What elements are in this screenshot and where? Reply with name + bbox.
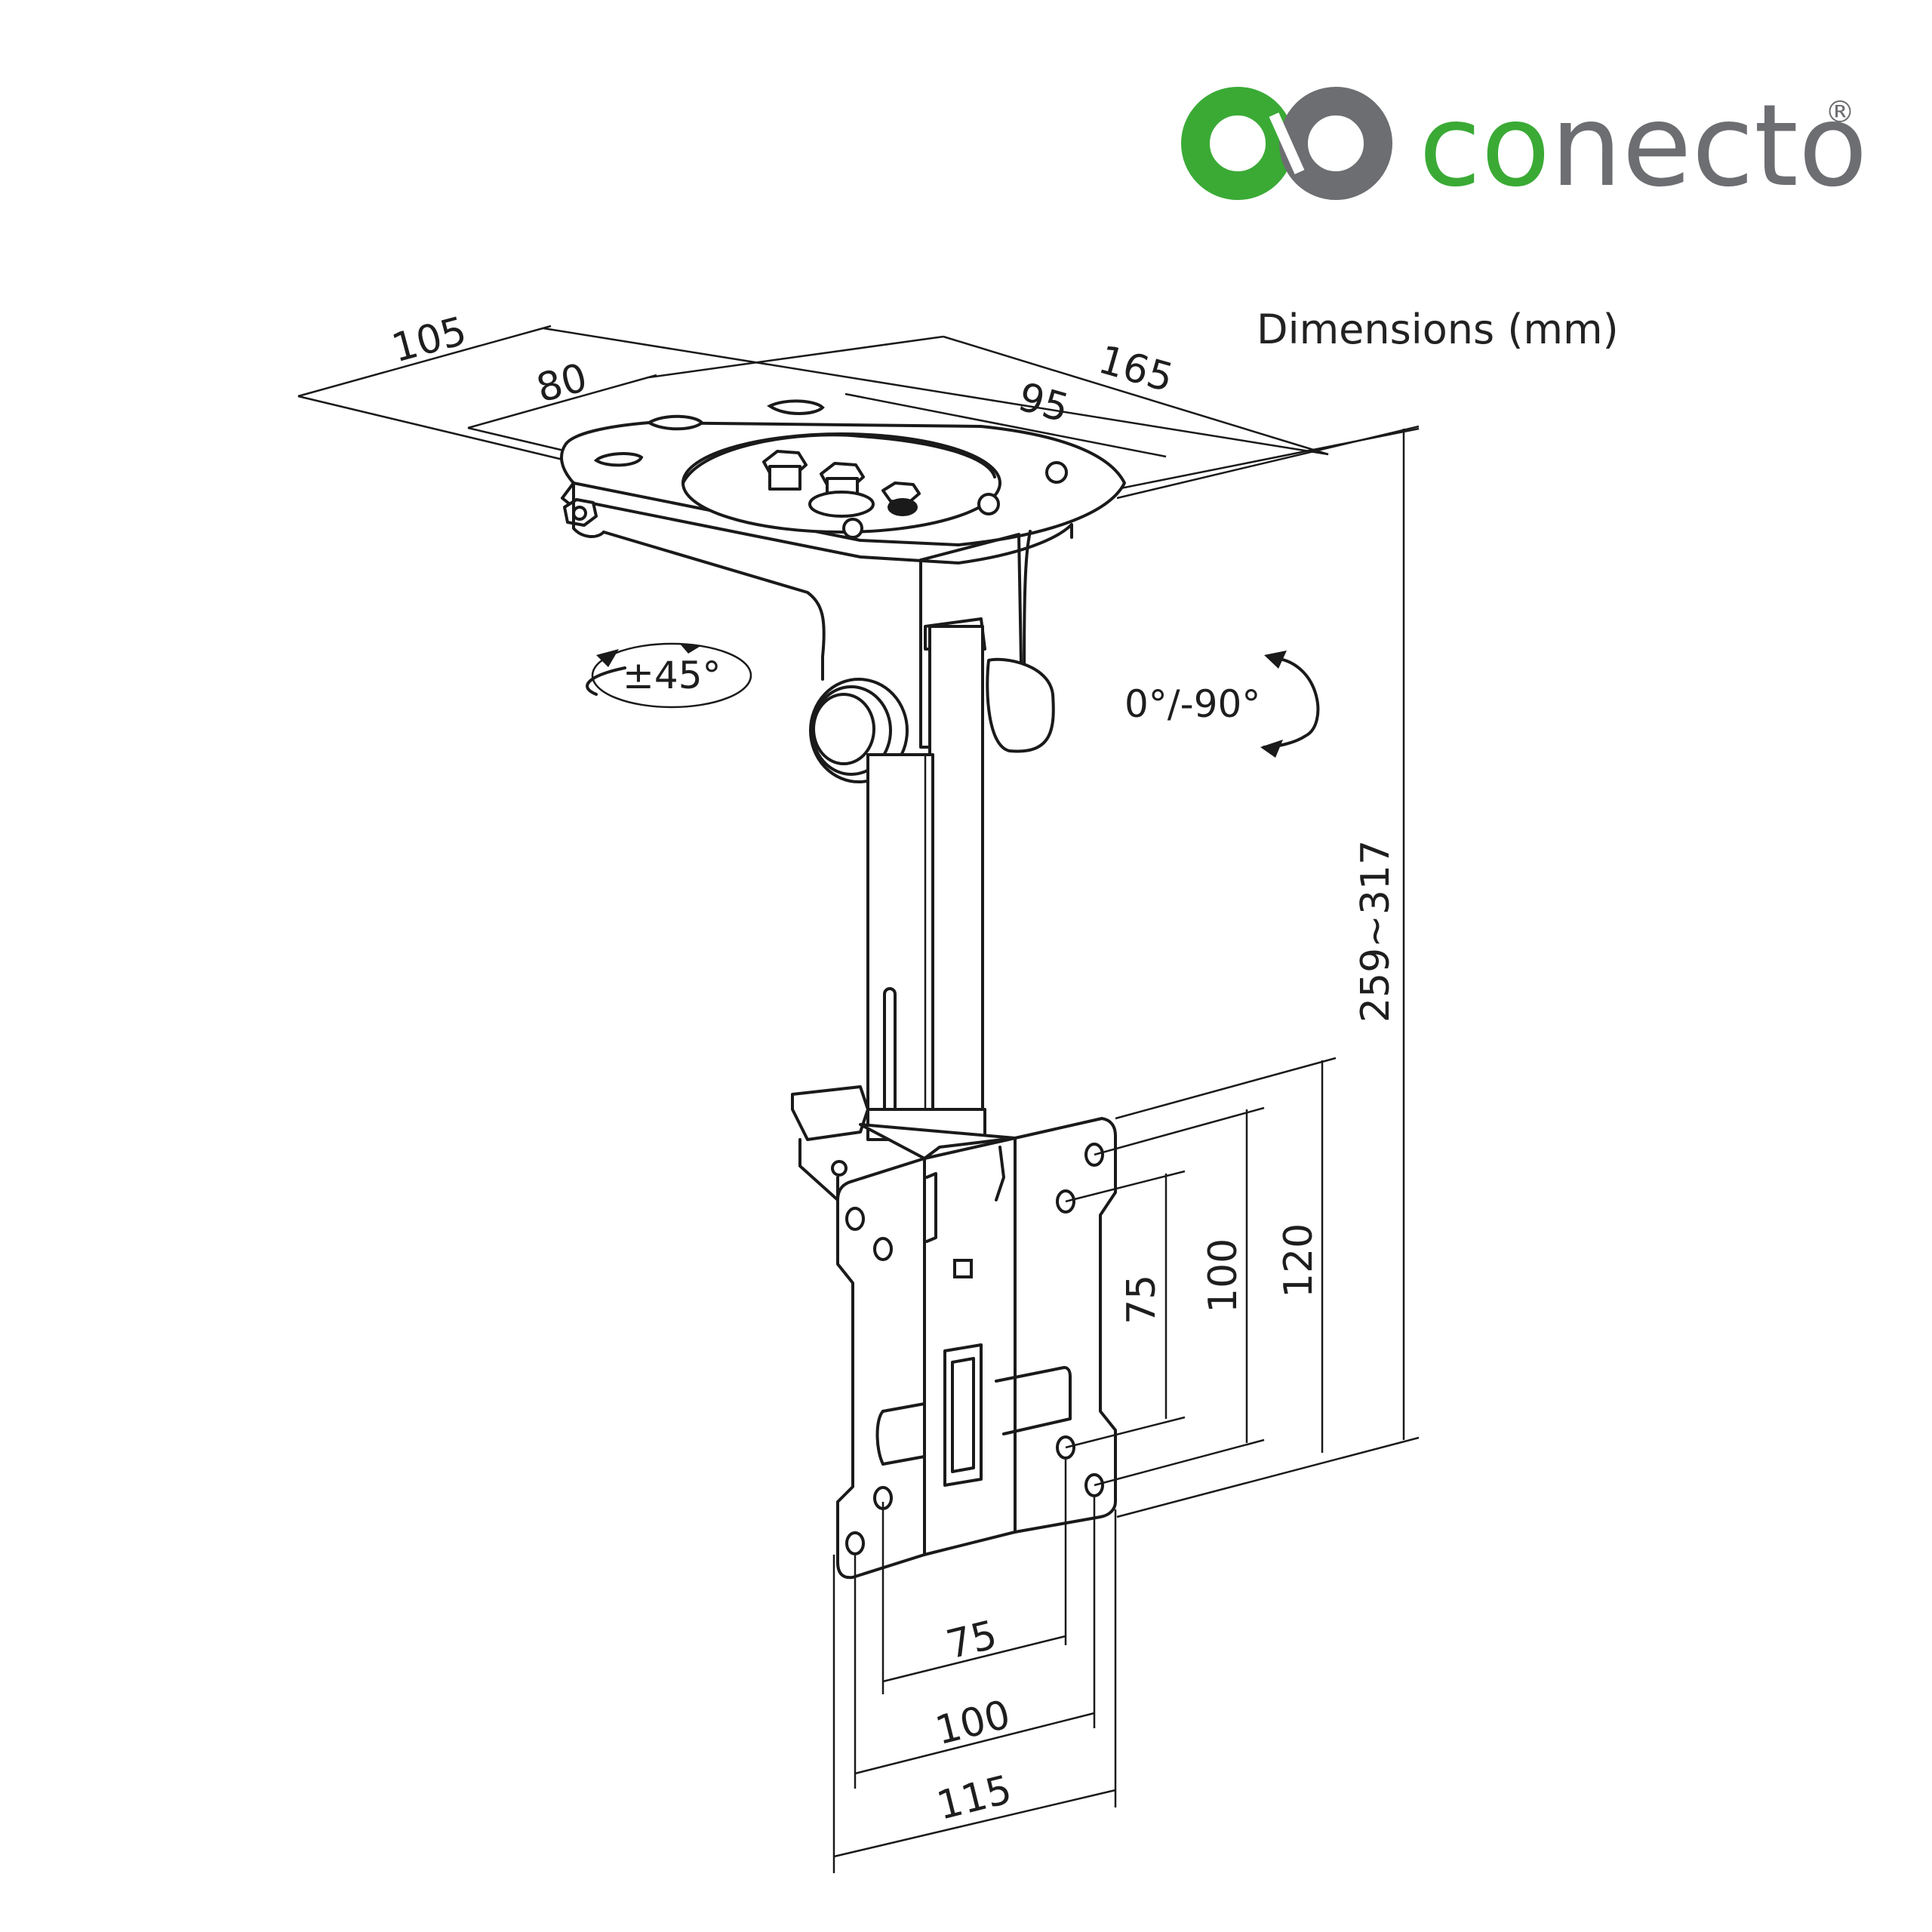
brand-wordmark-co: co bbox=[1419, 81, 1550, 212]
dim-label-plate-v-120: 120 bbox=[1276, 1223, 1321, 1298]
swivel-indicator bbox=[586, 642, 752, 709]
swivel-angle-label: ±45° bbox=[623, 654, 721, 697]
curved-double-arrow-icon bbox=[1263, 657, 1320, 749]
vesa-plate bbox=[836, 1117, 1117, 1580]
top-dimension-lines bbox=[297, 325, 1420, 492]
dim-label-vesa-v-75: 75 bbox=[1119, 1275, 1164, 1324]
curved-double-arrow-icon bbox=[591, 642, 752, 709]
ceiling-plate bbox=[560, 399, 1126, 565]
safety-clip bbox=[791, 1085, 869, 1201]
dim-label-vesa-h-75: 75 bbox=[942, 1612, 1001, 1668]
tilt-indicator bbox=[1260, 651, 1320, 758]
tilt-knob-right bbox=[986, 657, 1055, 753]
side-nut-icon bbox=[563, 498, 598, 527]
tilt-angle-label: 0°/-90° bbox=[1124, 682, 1260, 726]
dim-label-165: 165 bbox=[1094, 337, 1178, 401]
plate-bolts bbox=[762, 450, 921, 518]
vesa-horizontal-dimension-lines bbox=[832, 1457, 1117, 1873]
brand-wordmark: conecto bbox=[1419, 81, 1868, 212]
dim-label-80: 80 bbox=[532, 355, 592, 412]
dim-label-vesa-h-100: 100 bbox=[931, 1692, 1015, 1754]
height-dimension-lines bbox=[1116, 425, 1420, 1518]
dim-label-height: 259~317 bbox=[1353, 840, 1398, 1023]
registered-mark: ® bbox=[1825, 95, 1855, 130]
dim-label-105: 105 bbox=[387, 309, 471, 372]
dim-label-95: 95 bbox=[1014, 374, 1074, 432]
brand-wordmark-necto: necto bbox=[1550, 81, 1867, 212]
telescopic-pole bbox=[866, 625, 986, 1141]
dimensions-caption: Dimensions (mm) bbox=[1257, 306, 1619, 353]
brand-logo: conecto ® bbox=[1181, 81, 1868, 212]
infinity-loop-logo-icon bbox=[1181, 87, 1392, 200]
dim-label-vesa-v-100: 100 bbox=[1201, 1238, 1246, 1313]
dim-label-plate-h-115: 115 bbox=[933, 1767, 1017, 1829]
vesa-vertical-dimension-lines bbox=[1065, 1057, 1337, 1487]
